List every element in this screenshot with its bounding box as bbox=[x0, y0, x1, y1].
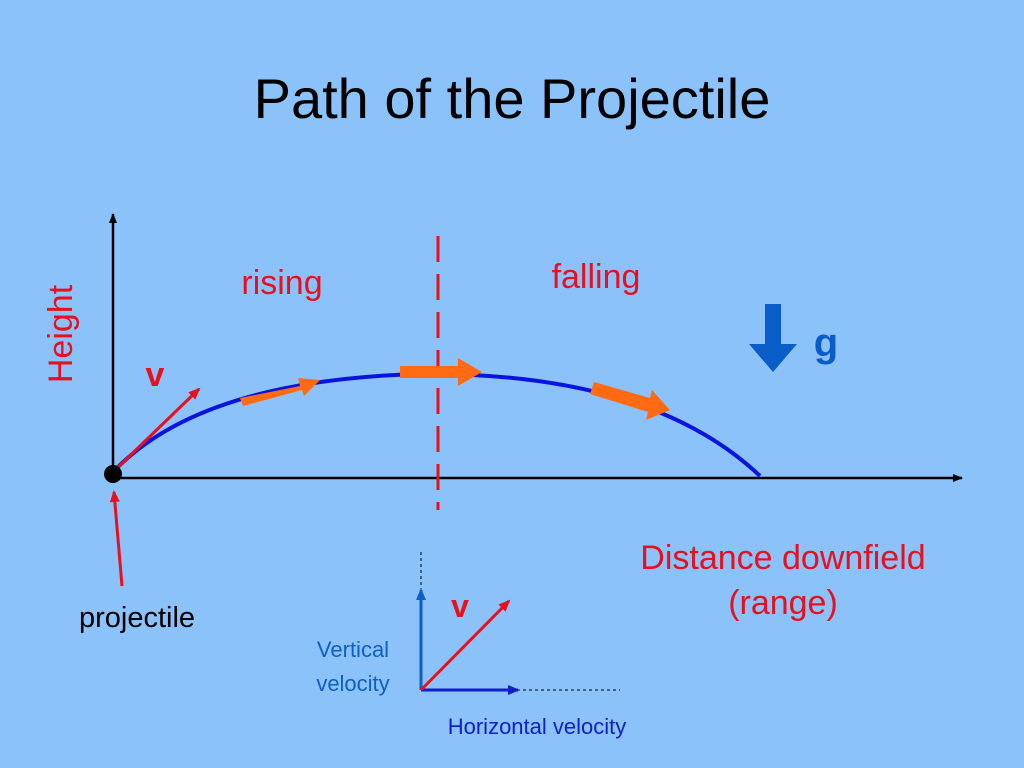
velocity-label: v bbox=[146, 356, 165, 394]
horizontal-velocity-label: Horizontal velocity bbox=[448, 714, 627, 739]
vertical-velocity-label-line1: Vertical bbox=[317, 637, 389, 662]
inset-velocity-arrow bbox=[419, 599, 511, 692]
falling-label: falling bbox=[552, 258, 641, 296]
velocity-components-inset bbox=[416, 552, 620, 695]
velocity-arrow-rising bbox=[240, 378, 320, 406]
rising-label: rising bbox=[241, 264, 322, 302]
slide-title: Path of the Projectile bbox=[254, 67, 771, 130]
inset-velocity-label: v bbox=[451, 588, 469, 624]
gravity-label: g bbox=[814, 321, 838, 365]
gravity-arrow bbox=[749, 304, 797, 372]
projectile-pointer bbox=[109, 490, 124, 587]
velocity-arrow-falling bbox=[590, 382, 670, 420]
y-axis-label: Height bbox=[42, 284, 80, 383]
projectile-dot bbox=[104, 465, 122, 483]
vertical-velocity-label-line2: velocity bbox=[316, 671, 389, 696]
velocity-arrow-apex bbox=[400, 358, 482, 386]
x-axis-label-line2: (range) bbox=[728, 584, 838, 622]
initial-velocity-arrow bbox=[111, 387, 201, 474]
x-axis-label-line1: Distance downfield bbox=[640, 539, 925, 577]
projectile-label: projectile bbox=[79, 602, 195, 634]
